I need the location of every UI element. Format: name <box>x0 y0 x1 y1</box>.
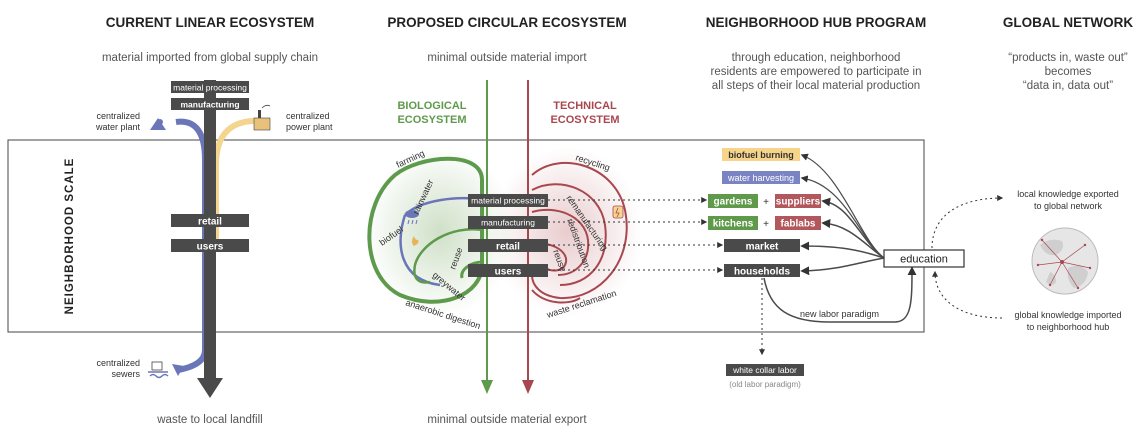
tech-title-line-2: ECOSYSTEM <box>550 114 619 126</box>
gardens-box <box>708 194 758 208</box>
power-plant-label-line-1: centralized <box>286 111 330 121</box>
water-plant-icon <box>150 118 166 130</box>
fablabs-box <box>775 216 821 230</box>
rain-cloud-icon <box>405 210 419 225</box>
sewers-icon <box>148 361 169 379</box>
sewers-label-line-2: sewers <box>111 369 140 379</box>
linear-manufacturing-label: manufacturing <box>180 100 239 110</box>
import-dotted-arrow <box>932 270 1003 319</box>
linear-retail-box <box>171 214 249 227</box>
linear-manufacturing-box <box>171 98 249 110</box>
old-labor-label: (old labor paradigm) <box>729 380 801 389</box>
linear-material-processing-box <box>171 81 249 93</box>
new-labor-loop <box>763 266 917 323</box>
water-harvesting-box <box>722 171 800 184</box>
linear-material-processing-label: material processing <box>173 83 247 93</box>
linear-retail-label: retail <box>198 217 222 228</box>
linear-flow-arrowhead <box>197 378 223 398</box>
circular-material-processing-box <box>468 194 548 207</box>
circular-users-box <box>468 264 548 277</box>
plus-sign-2: + <box>763 219 769 230</box>
white-collar-label: white collar labor <box>732 365 797 375</box>
biofuel-burning-label: biofuel burning <box>728 150 794 160</box>
water-plant-label-line-1: centralized <box>96 111 140 121</box>
sewers-label-line-1: centralized <box>96 358 140 368</box>
circular-retail-box <box>468 239 548 252</box>
global-title: GLOBAL NETWORK <box>1003 15 1133 30</box>
power-flow-path <box>213 117 263 250</box>
new-labor-label: new labor paradigm <box>800 309 879 319</box>
hub-subtitle-line-2: residents are empowered to participate i… <box>711 66 922 78</box>
imported-label-line-1: global knowledge imported <box>1014 310 1121 320</box>
global-subtitle-line-3: “data in, data out” <box>1023 80 1113 92</box>
waste-reclamation-loop <box>531 289 581 304</box>
bio-title-line-2: ECOSYSTEM <box>397 114 466 126</box>
circular-retail-label: retail <box>496 242 520 253</box>
households-label: households <box>734 267 791 278</box>
bio-outer-loop <box>367 156 484 304</box>
linear-users-box <box>171 239 249 252</box>
battery-icon <box>612 205 624 219</box>
hub-title: NEIGHBORHOOD HUB PROGRAM <box>706 15 927 30</box>
hub-subtitle-line-3: all steps of their local material produc… <box>712 80 920 92</box>
biofuel-loop <box>413 227 484 284</box>
flame-icon <box>412 236 419 246</box>
global-subtitle-line-1: “products in, waste out” <box>1008 52 1128 64</box>
linear-footer: waste to local landfill <box>156 414 262 426</box>
white-collar-box <box>726 364 804 376</box>
circular-manufacturing-box <box>468 216 548 229</box>
linear-main-flow <box>204 80 216 380</box>
exported-label-line-1: local knowledge exported <box>1017 189 1119 199</box>
global-subtitle-line-2: becomes <box>1045 66 1092 78</box>
neighborhood-scale-frame <box>7 139 925 333</box>
globe-icon <box>1031 227 1099 295</box>
circular-users-label: users <box>495 267 522 278</box>
plus-sign-1: + <box>763 197 769 208</box>
exported-label-line-2: to global network <box>1034 201 1103 211</box>
redistribution-loop <box>531 208 590 276</box>
biofuel-burning-box <box>722 148 800 161</box>
bio-title-line-1: BIOLOGICAL <box>397 100 466 112</box>
gardens-label: gardens <box>714 197 753 208</box>
circular-material-processing-label: material processing <box>471 196 545 206</box>
households-box <box>724 264 800 277</box>
circular-footer: minimal outside material export <box>427 414 587 426</box>
circular-manufacturing-label: manufacturing <box>481 218 535 228</box>
recycling-loop <box>531 161 628 300</box>
suppliers-box <box>775 194 821 208</box>
imported-label-line-2: to neighborhood hub <box>1027 322 1110 332</box>
tech-glow <box>492 147 642 317</box>
hub-subtitle-line-1: through education, neighborhood <box>732 52 901 64</box>
water-plant-label-line-2: water plant <box>95 122 141 132</box>
kitchens-box <box>708 216 758 230</box>
remanufacturing-loop <box>531 183 607 286</box>
kitchens-label: kitchens <box>713 219 754 230</box>
export-dotted-arrow <box>931 195 1004 249</box>
linear-subtitle: material imported from global supply cha… <box>102 52 318 64</box>
bio-reuse-loop <box>460 260 484 279</box>
power-plant-icon <box>253 104 271 131</box>
power-plant-label-line-2: power plant <box>286 122 333 132</box>
water-harvesting-label: water harvesting <box>727 173 794 183</box>
circular-title: PROPOSED CIRCULAR ECOSYSTEM <box>387 15 626 30</box>
linear-users-label: users <box>197 242 224 253</box>
circular-subtitle: minimal outside material import <box>427 52 587 64</box>
education-label: education <box>900 254 948 266</box>
linear-title: CURRENT LINEAR ECOSYSTEM <box>106 15 315 30</box>
education-box <box>883 249 965 268</box>
neighborhood-scale-label: NEIGHBORHOOD SCALE <box>64 158 76 315</box>
market-label: market <box>746 242 779 253</box>
water-flow-arrowhead <box>172 364 184 376</box>
market-box <box>724 239 800 252</box>
fablabs-label: fablabs <box>780 219 815 230</box>
tech-export-arrowhead <box>522 380 534 394</box>
bio-export-arrowhead <box>481 380 493 394</box>
suppliers-label: suppliers <box>776 197 821 208</box>
tech-title-line-1: TECHNICAL <box>553 100 617 112</box>
education-fan <box>800 153 885 276</box>
